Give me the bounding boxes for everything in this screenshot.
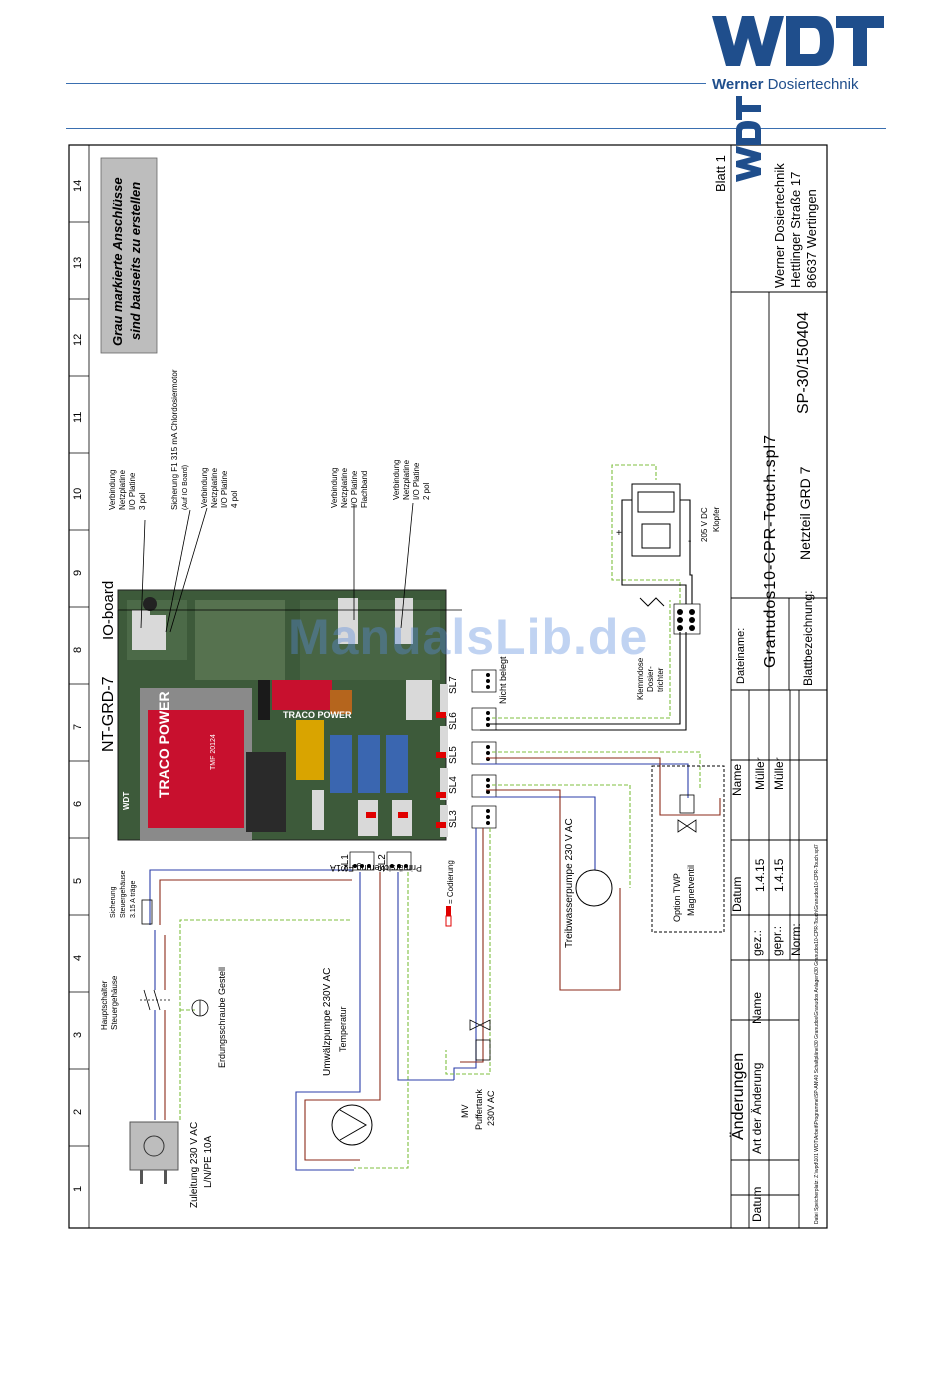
- label-codierung: = Codierung: [446, 860, 455, 904]
- aenderungen-heading: Änderungen: [730, 1052, 747, 1140]
- gepr-name: Müller: [772, 757, 786, 790]
- label-sl6: SL6: [448, 712, 459, 730]
- sheet-number: Blatt 1: [713, 155, 728, 192]
- label-sicherung: Sicherung: [110, 886, 117, 918]
- grid-number: 7: [72, 723, 84, 730]
- label-temperatur: Temperatur: [338, 1006, 348, 1052]
- grid-number: 2: [72, 1108, 84, 1115]
- traco-model: TMF 20124: [210, 734, 217, 770]
- label-umwaelzpumpe: Umwälzpumpe 230V AC: [322, 967, 333, 1076]
- label-sl7: SL7: [448, 676, 459, 694]
- label-zuleitung: Zuleitung 230 V AC: [189, 1121, 200, 1208]
- label-sl5: SL5: [448, 746, 459, 764]
- label-sicherung-2: Steuergehäuse: [120, 870, 127, 918]
- label-auf-io-board: (Auf IO Board): [182, 464, 189, 510]
- note-line-2: sind bauseits zu erstellen: [128, 181, 143, 340]
- label-puffertank: Puffertank: [474, 1089, 484, 1130]
- label-sicherung-f1: Sicherung F1 315 mA Chlordosiermotor: [170, 369, 179, 510]
- label-klopfer-voltage: 205 V DC: [700, 507, 709, 542]
- norm-label: Norm:: [789, 923, 803, 956]
- grid-number: 14: [72, 179, 84, 192]
- io-board-label: IO-board: [100, 580, 117, 640]
- grid-number: 4: [72, 954, 84, 961]
- speicherplatz: Datei Speicherplatz: Z:\wpd\101 WDT\Arbe…: [814, 844, 820, 1224]
- label-mv-voltage: 230V AC: [486, 1090, 496, 1126]
- nt-grd-label: NT-GRD-7: [100, 676, 117, 752]
- label-treibwasserpumpe: Treibwasserpumpe 230 V AC: [564, 818, 575, 948]
- grid-number: 12: [72, 333, 84, 346]
- label-io-platine-4pol: I/O Platine: [220, 470, 229, 508]
- col-name: Name: [750, 991, 764, 1024]
- label-netzplatine-2pol: Netzplatine: [402, 459, 411, 500]
- wdt-logo-icon: [712, 16, 884, 66]
- traco-label: TRACO POWER: [156, 691, 172, 798]
- label-verbindung-4pol: Verbindung: [200, 467, 209, 508]
- col-art-der-aenderung: Art der Änderung: [750, 1062, 764, 1154]
- label-klopfer: Klopfer: [712, 506, 721, 532]
- label-2pol: 2 pol: [422, 482, 431, 500]
- gepr-label: gepr.:: [770, 925, 784, 956]
- blattbezeichnung-value: Netzteil GRD 7: [797, 466, 813, 560]
- address-line-3: 86637 Wertingen: [804, 189, 819, 288]
- gepr-date: 1.4.15: [772, 858, 786, 892]
- label-erdung: Erdungsschraube Gestell: [217, 966, 227, 1068]
- label-sl2: SL2: [377, 854, 388, 872]
- label-verbindung-3pol: Verbindung: [108, 469, 117, 510]
- label-verbindung-flachband: Verbindung: [330, 467, 339, 508]
- label-sl3: SL3: [448, 810, 459, 828]
- address-line-2: Hettlinger Straße 17: [788, 171, 803, 288]
- header-rule: [66, 83, 706, 84]
- label-option-twp: Option TWP: [672, 873, 682, 922]
- label-minus: -: [688, 536, 692, 547]
- watermark: ManualsLib.de: [288, 609, 649, 665]
- datum-header: Datum: [730, 876, 744, 912]
- blattbezeichnung-label: Blattbezeichnung:: [801, 590, 815, 686]
- grid-number: 9: [72, 569, 84, 576]
- label-io-platine-3pol: I/O Platine: [128, 472, 137, 510]
- grid-number: 3: [72, 1031, 84, 1038]
- label-netzplatine-3pol: Netzplatine: [118, 469, 127, 510]
- label-3pol: 3 pol: [138, 492, 147, 510]
- label-mv: MV: [460, 1104, 470, 1119]
- traco-small-label: TRACO POWER: [283, 710, 352, 720]
- grid-number: 13: [72, 256, 84, 269]
- label-flachband: Flachband: [360, 470, 369, 508]
- label-trichter: trichter: [656, 667, 665, 692]
- grid-number: 1: [72, 1185, 84, 1192]
- label-verbindung-2pol: Verbindung: [392, 459, 401, 500]
- address-line-1: Werner Dosiertechnik: [772, 163, 787, 288]
- label-hauptschalter-2: Steuergehäuse: [110, 975, 119, 1030]
- header-rule-bottom: [66, 128, 886, 129]
- grid-number: 8: [72, 646, 84, 653]
- label-magnetventil: Magnetventil: [686, 864, 696, 916]
- label-plus: +: [616, 528, 622, 539]
- dateiname-value: Granudos10-CPR-Touch.spl7: [762, 434, 779, 668]
- company-name: Werner Dosiertechnik: [712, 76, 859, 93]
- label-sl4: SL4: [448, 776, 459, 794]
- dateiname-label: Dateiname:: [735, 627, 747, 684]
- grid-number: 5: [72, 877, 84, 884]
- gez-date: 1.4.15: [753, 858, 767, 892]
- label-4pol: 4 pol: [230, 490, 239, 508]
- label-zuleitung-spec: L/N/PE 10A: [203, 1135, 214, 1188]
- grid-number: 11: [72, 411, 84, 423]
- label-hauptschalter: Hauptschalter: [100, 980, 109, 1030]
- label-netzplatine-4pol: Netzplatine: [210, 467, 219, 508]
- label-netzplatine-flachband: Netzplatine: [340, 467, 349, 508]
- gez-name: Müller: [753, 757, 767, 790]
- board-brand: WDT: [122, 791, 131, 810]
- label-io-platine-2pol: I/O Platine: [412, 462, 421, 500]
- gez-label: gez.:: [750, 929, 764, 956]
- label-sl1: SL1: [340, 854, 351, 872]
- document-number: SP-30/150404: [795, 311, 812, 414]
- label-sicherung-3: 3.15 A träge: [130, 880, 137, 918]
- col-datum: Datum: [750, 1186, 764, 1222]
- label-io-platine-flachband: I/O Platine: [350, 470, 359, 508]
- note-line-1: Grau markierte Anschlüsse: [110, 177, 125, 346]
- name-header: Name: [730, 763, 744, 796]
- label-dosier: Dosier-: [646, 666, 655, 692]
- grid-number: 10: [72, 487, 84, 500]
- grid-number: 6: [72, 800, 84, 807]
